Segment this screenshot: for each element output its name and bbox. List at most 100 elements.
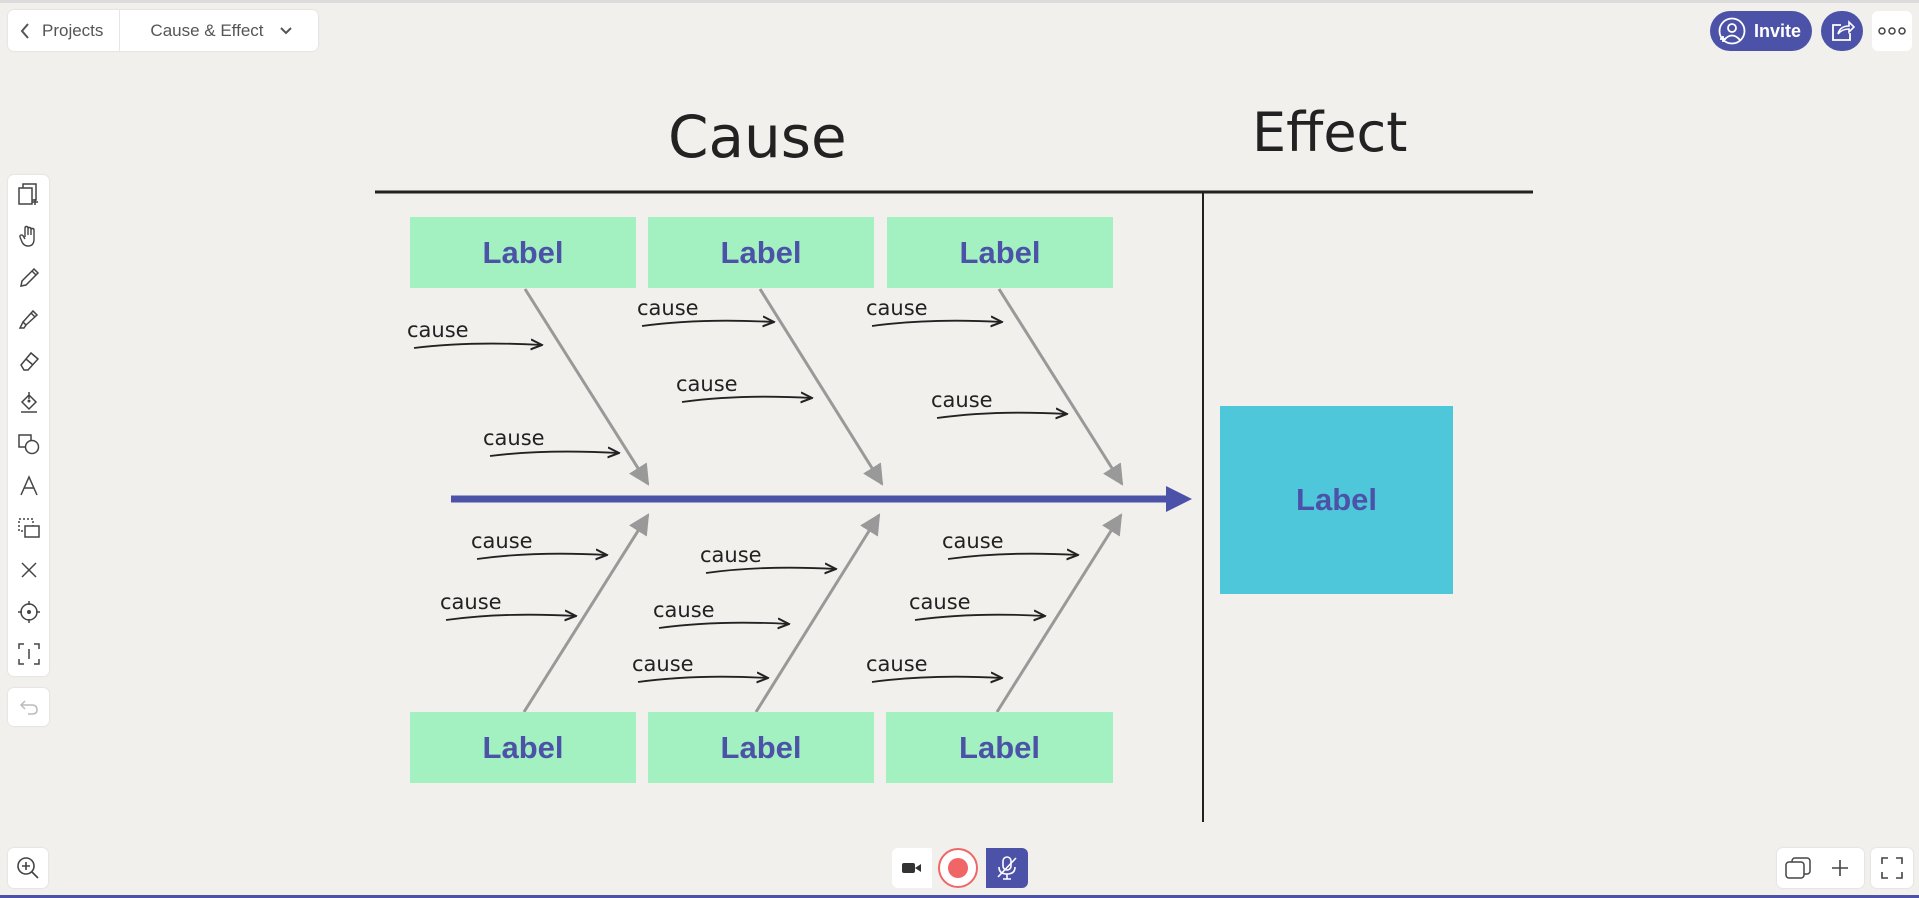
shapes-icon — [18, 434, 40, 455]
text-box-tool[interactable] — [16, 641, 42, 667]
label-text: Label — [482, 234, 564, 270]
bottom-label-box-2[interactable]: Label — [648, 712, 874, 783]
share-button[interactable] — [1821, 11, 1863, 51]
invite-button[interactable]: Invite — [1710, 11, 1812, 51]
left-toolbar — [8, 175, 49, 676]
top-label-box-1[interactable]: Label — [410, 217, 636, 288]
record-icon — [938, 848, 978, 888]
highlighter-tool[interactable] — [16, 306, 42, 332]
cause-text: cause — [942, 529, 1004, 553]
zoom-in-icon — [17, 857, 39, 879]
delete-tool[interactable] — [16, 557, 42, 583]
shapes-tool[interactable] — [16, 431, 42, 457]
nav-separator — [119, 10, 121, 51]
cause-text: cause — [676, 372, 738, 396]
target-icon — [18, 601, 40, 623]
cause-text: cause — [866, 296, 928, 320]
effect-heading: Effect — [1252, 101, 1407, 164]
highlighter-icon — [18, 309, 39, 329]
label-text: Label — [720, 234, 802, 270]
top-label-box-3[interactable]: Label — [887, 217, 1113, 288]
cause-arrow — [637, 677, 768, 682]
effect-label-text: Label — [1296, 482, 1377, 517]
share-icon — [1832, 20, 1855, 41]
pencil-icon — [20, 267, 40, 287]
label-text: Label — [720, 729, 802, 765]
top-border — [0, 0, 1919, 3]
cause-arrow — [871, 321, 1002, 326]
record-button[interactable] — [938, 848, 978, 888]
close-icon — [21, 562, 37, 578]
spine-arrowhead — [1166, 486, 1192, 512]
undo-button[interactable] — [8, 688, 49, 726]
cause-text: cause — [909, 590, 971, 614]
microphone-off-icon — [997, 856, 1017, 880]
fill-tool[interactable] — [16, 389, 42, 415]
bone-top-1 — [523, 288, 650, 486]
hand-icon — [19, 225, 35, 247]
video-camera-icon — [902, 863, 921, 873]
cause-arrow — [489, 452, 619, 456]
cause-arrow — [914, 615, 1045, 620]
back-to-projects-button[interactable]: Projects — [8, 10, 119, 51]
cause-text: cause — [866, 652, 928, 676]
camera-button[interactable] — [892, 848, 932, 888]
selection-icon — [18, 518, 40, 538]
cause-text: cause — [632, 652, 694, 676]
back-label: Projects — [42, 20, 104, 40]
microphone-button[interactable] — [986, 848, 1028, 888]
plus-icon — [1832, 860, 1848, 876]
laser-tool[interactable] — [16, 599, 42, 625]
zoom-button[interactable] — [8, 848, 48, 888]
media-controls — [892, 848, 1028, 888]
pages-icon — [1785, 857, 1811, 879]
cause-text: cause — [653, 598, 715, 622]
eraser-icon — [20, 351, 40, 371]
add-user-icon — [1718, 17, 1746, 45]
fullscreen-button[interactable] — [1871, 848, 1913, 888]
invite-label: Invite — [1754, 20, 1802, 41]
top-nav: Projects Cause & Effect — [8, 10, 318, 51]
bottom-border — [0, 895, 1919, 898]
top-label-box-2[interactable]: Label — [648, 217, 874, 288]
project-dropdown[interactable]: Cause & Effect — [120, 10, 317, 51]
undo-icon — [19, 700, 38, 715]
cause-arrow — [476, 554, 607, 559]
eraser-tool[interactable] — [16, 348, 42, 374]
more-icon — [1878, 27, 1906, 35]
cause-heading: Cause — [668, 103, 847, 171]
label-text: Label — [959, 729, 1040, 765]
cause-arrow — [681, 397, 812, 402]
text-tool[interactable] — [16, 473, 42, 499]
cause-text: cause — [471, 529, 533, 553]
cause-arrow — [658, 623, 789, 628]
cause-text: cause — [700, 543, 762, 567]
cause-text: cause — [931, 388, 993, 412]
effect-label-box[interactable]: Label — [1220, 406, 1453, 594]
add-page-button[interactable] — [1819, 848, 1861, 888]
page-controls — [1777, 848, 1864, 888]
fullscreen-control — [1871, 848, 1913, 888]
more-options-button[interactable] — [1872, 11, 1912, 51]
bone-top-2 — [758, 288, 884, 486]
pages-button[interactable] — [1777, 848, 1819, 888]
project-title: Cause & Effect — [150, 20, 264, 40]
bone-bottom-2 — [754, 513, 881, 713]
bottom-label-box-1[interactable]: Label — [410, 712, 636, 783]
hand-tool[interactable] — [16, 223, 42, 249]
cause-arrow — [936, 413, 1067, 418]
pencil-tool[interactable] — [16, 265, 42, 291]
paint-bucket-icon — [20, 392, 38, 413]
add-page-tool[interactable] — [16, 181, 42, 207]
bone-top-3 — [997, 288, 1124, 486]
bone-bottom-3 — [995, 513, 1123, 713]
chevron-left-icon — [20, 22, 29, 39]
cause-arrow — [705, 568, 836, 573]
cause-text: cause — [637, 296, 699, 320]
select-tool[interactable] — [16, 515, 42, 541]
bottom-label-box-3[interactable]: Label — [886, 712, 1113, 783]
cause-text: cause — [407, 318, 469, 342]
chevron-down-icon — [279, 26, 292, 34]
cause-arrow — [413, 344, 542, 348]
